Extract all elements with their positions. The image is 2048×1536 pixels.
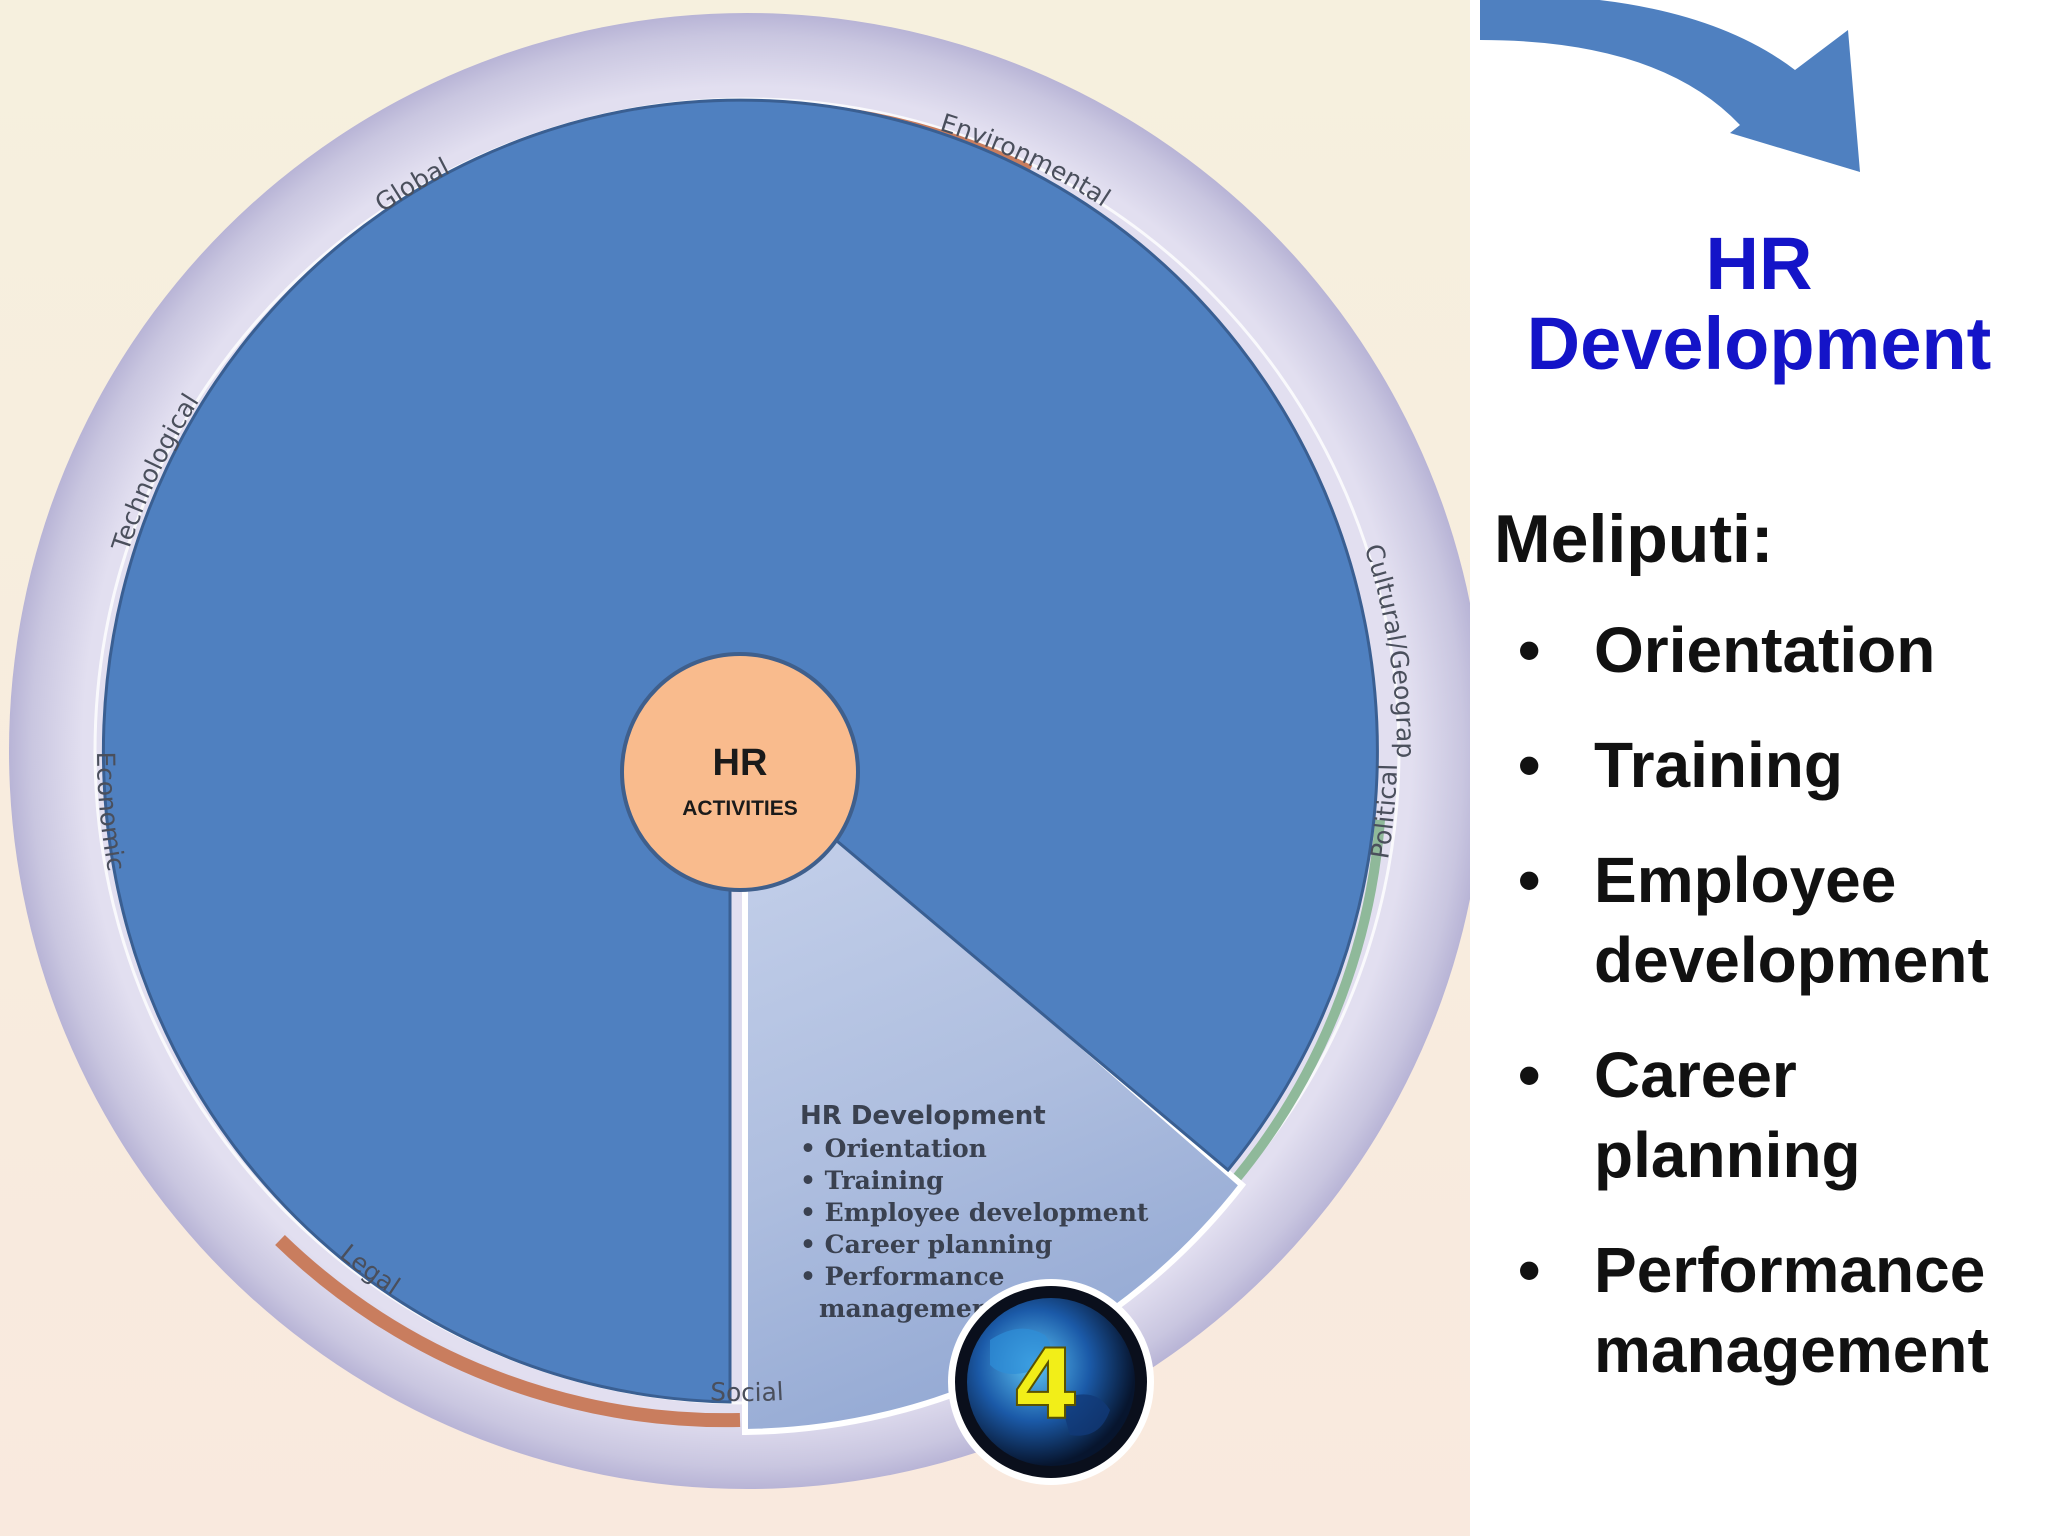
wedge-title: HR Development — [800, 1101, 1046, 1131]
hr-activities-hub — [620, 652, 860, 892]
bullet-dot: • — [1518, 1039, 1541, 1111]
bullet-line: Orientation — [1594, 614, 1936, 686]
hub-subtitle: ACTIVITIES — [682, 797, 798, 820]
badge-number: 4 — [1013, 1329, 1080, 1441]
bullet-dot: • — [1518, 1234, 1541, 1306]
svg-text:Social: Social — [710, 1377, 785, 1407]
wedge-item-orientation: • Orientation — [800, 1134, 987, 1163]
slide-title-line-1: HR — [1705, 222, 1813, 305]
hub-title: HR — [713, 742, 768, 784]
bullet-line: Employee — [1594, 844, 1897, 916]
globe-badge: 4 — [948, 1279, 1154, 1485]
bullet-line: Career — [1594, 1039, 1797, 1111]
bullet-training: • Training — [1494, 725, 2044, 805]
bullet-employee-development: • Employee development — [1494, 840, 2044, 1000]
bullet-line: development — [1594, 924, 1989, 996]
curved-arrow-icon — [1480, 0, 1860, 172]
bullet-dot: • — [1518, 614, 1541, 686]
bullet-list: • Orientation • Training • Employee deve… — [1494, 610, 2044, 1425]
bullet-dot: • — [1518, 729, 1541, 801]
slide-text-panel: HR Development Meliputi: • Orientation •… — [1470, 0, 2048, 1536]
bullet-performance-management: • Performance management — [1494, 1230, 2044, 1390]
slide-title: HR Development — [1470, 224, 2048, 384]
wedge-item-training: • Training — [800, 1166, 944, 1195]
bullet-dot: • — [1518, 844, 1541, 916]
bullet-line: planning — [1594, 1119, 1861, 1191]
bullet-line: Training — [1594, 729, 1843, 801]
bullet-career-planning: • Career planning — [1494, 1035, 2044, 1195]
accent-arc-bottom — [275, 1234, 741, 1428]
wedge-item-employee-development: • Employee development — [800, 1198, 1149, 1227]
intro-text: Meliputi: — [1494, 501, 1774, 577]
wedge-item-performance: • Performance — [800, 1262, 1004, 1291]
bullet-line: management — [1594, 1314, 1989, 1386]
bullet-line: Performance — [1594, 1234, 1986, 1306]
bullet-orientation: • Orientation — [1494, 610, 2044, 690]
wedge-item-career-planning: • Career planning — [800, 1230, 1052, 1259]
slide-title-line-2: Development — [1526, 302, 1992, 385]
ring-label-social: Social — [710, 1377, 785, 1407]
hr-activities-diagram: Global Environmental Cultural/Geographic… — [0, 0, 1470, 1536]
hr-activities-diagram-panel: Global Environmental Cultural/Geographic… — [0, 0, 1470, 1536]
accent-arc-right — [1231, 819, 1385, 1184]
